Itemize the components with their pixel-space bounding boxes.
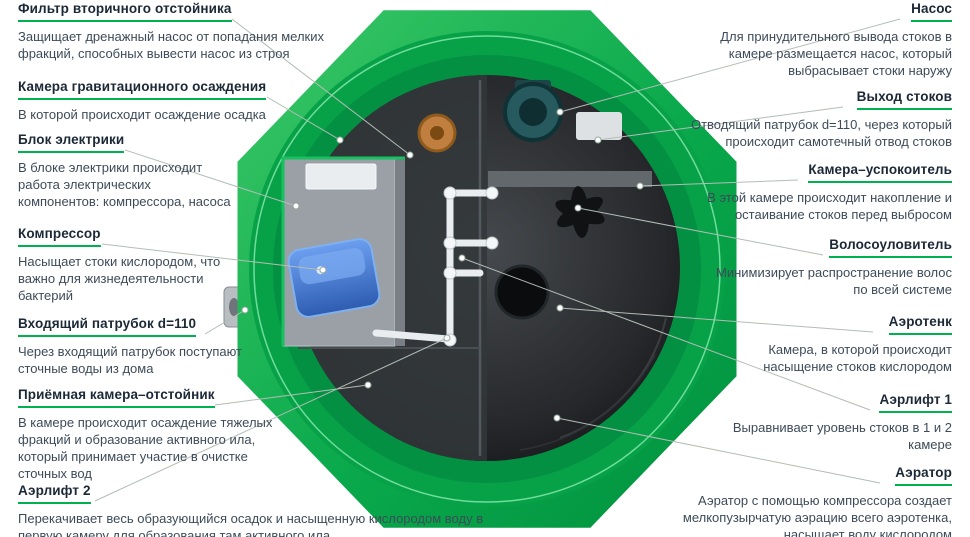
label-aerator: Аэратор Аэратор с помощью компрессора со… [652,464,952,537]
electrical-lid [305,163,377,190]
label-title: Компрессор [18,226,101,247]
label-secondary-filter: Фильтр вторичного отстойника Защищает др… [18,0,328,62]
label-desc: Минимизирует распространение волос по вс… [716,264,952,297]
label-desc: В этой камере происходит накопление и ос… [707,189,952,222]
label-title: Насос [911,1,952,22]
hair-catcher [555,186,605,238]
label-desc: Защищает дренажный насос от попадания ме… [18,28,325,61]
label-desc: Перекачивает весь образующийся осадок и … [18,510,484,537]
compressor [287,238,381,318]
label-title: Входящий патрубок d=110 [18,316,197,337]
label-title: Камера гравитационного осаждения [18,79,267,100]
outlet-box [576,112,622,140]
label-electrical-unit: Блок электрики В блоке электрики происхо… [18,131,233,210]
label-airlift-2: Аэрлифт 2 Перекачивает весь образующийся… [18,482,498,537]
label-title: Аэратор [895,465,952,486]
label-pump: Насос Для принудительного вывода стоков … [687,0,952,79]
aerator-well [494,264,550,320]
leader-dots [241,108,644,422]
label-desc: Через входящий патрубок поступают сточны… [18,343,243,376]
label-desc: Выравнивает уровень стоков в 1 и 2 камер… [732,419,952,452]
label-desc: Аэратор с помощью компрессора создает ме… [682,492,952,537]
label-hair-catcher: Волосоуловитель Минимизирует распростран… [712,236,952,298]
inner-arc [519,354,656,451]
label-calm-chamber: Камера–успокоитель В этой камере происхо… [672,161,952,223]
label-desc: Камера, в которой происходит насыщение с… [763,341,952,374]
secondary-filter [417,113,457,153]
tank-rim-ring [253,35,721,503]
label-compressor: Компрессор Насыщает стоки кислородом, чт… [18,225,243,304]
label-title: Выход стоков [856,89,952,110]
pipe-fittings [443,186,499,347]
label-title: Аэрлифт 2 [18,483,91,504]
label-receiving-chamber: Приёмная камера–отстойник В камере проис… [18,386,290,482]
label-airlift-1: Аэрлифт 1 Выравнивает уровень стоков в 1… [717,391,952,453]
label-gravity-chamber: Камера гравитационного осаждения В котор… [18,78,338,123]
label-aerotank: Аэротенк Камера, в которой происходит на… [717,313,952,375]
label-desc: В блоке электрики происходит работа элек… [18,159,231,209]
electrical-box [281,156,405,347]
label-title: Аэрлифт 1 [879,392,952,413]
label-desc: Насыщает стоки кислородом, что важно для… [18,253,221,303]
label-title: Аэротенк [888,314,952,335]
label-desc: Для принудительного вывода стоков в каме… [720,28,952,78]
label-title: Блок электрики [18,132,125,153]
label-outlet: Выход стоков Отводящий патрубок d=110, ч… [652,88,952,150]
calm-chamber-wall [488,171,652,187]
label-title: Камера–успокоитель [808,162,952,183]
pump [503,80,563,142]
label-title: Фильтр вторичного отстойника [18,1,232,22]
leader-lines [94,18,901,502]
label-title: Волосоуловитель [829,237,952,258]
label-desc: Отводящий патрубок d=110, через который … [690,116,952,149]
label-desc: В камере происходит осаждение тяжелых фр… [18,414,273,481]
label-desc: В которой происходит осаждение осадка [18,106,266,122]
label-inlet-pipe: Входящий патрубок d=110 Через входящий п… [18,315,248,377]
label-title: Приёмная камера–отстойник [18,387,215,408]
